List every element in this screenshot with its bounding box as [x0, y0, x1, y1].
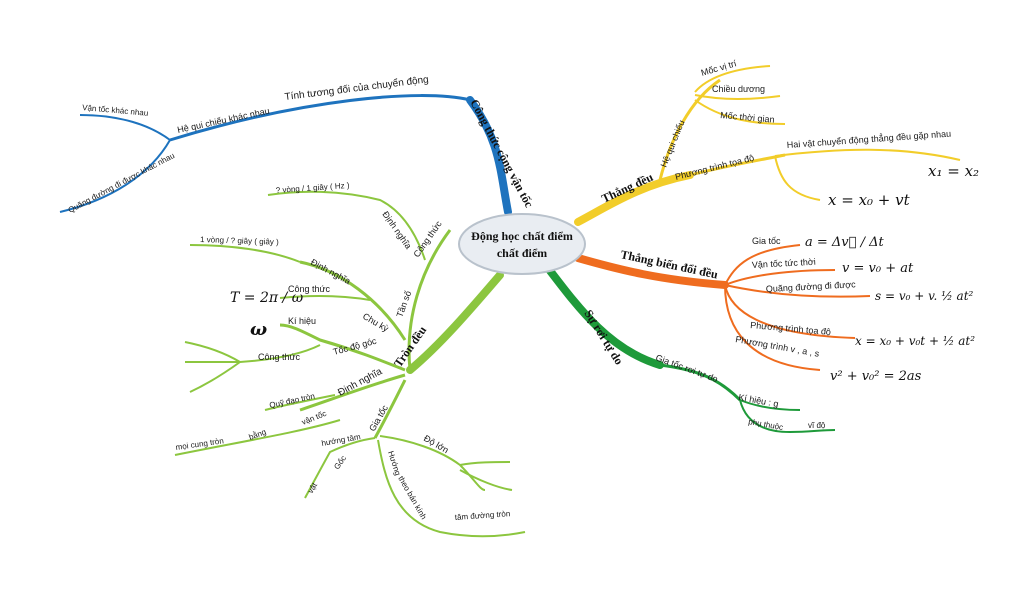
- tron-chuky-line: [299, 260, 407, 341]
- yellow-leaf-chieu-duong: [694, 94, 781, 100]
- tron-cong-thuc-tdg: Công thức: [258, 352, 301, 362]
- blue-leaf-line-1: [79, 114, 171, 141]
- orange-eq-x: x = x₀ + v₀t + ½ at²: [855, 334, 975, 348]
- blue-sub-line: [169, 94, 471, 142]
- tron-giay-vong: 1 vòng / ? giây ( giây ): [200, 235, 279, 247]
- orange-van-toc: Vận tốc tức thời: [752, 257, 816, 270]
- tron-goc: Gốc: [332, 454, 348, 471]
- yellow-gap-nhau-line: [774, 148, 961, 161]
- yellow-hqc-line: [658, 78, 721, 181]
- yellow-pttd-label: Phương trình tọa độ: [674, 153, 755, 182]
- tron-tanso-dn-line: [267, 190, 426, 261]
- blue-leaf-2: Quãng đường đi được khác nhau: [67, 151, 176, 215]
- green-phu-thuoc: phụ thuộc: [748, 417, 784, 432]
- orange-leaf-van-toc: [724, 269, 836, 286]
- tron-dn-line: [299, 373, 406, 412]
- green-main-branch: [544, 264, 664, 369]
- tron-dinh-nghia-ts: Định nghĩa: [380, 209, 413, 250]
- blue-leaf-line-2: [59, 139, 171, 213]
- tron-tan-so: Tần số: [394, 289, 413, 318]
- green-leaf-ki-hieu: [739, 399, 801, 411]
- tron-huongtam-line: [304, 437, 376, 499]
- tron-ct-fan-1: [184, 341, 241, 363]
- tron-toc-do-goc: Tốc độ góc: [332, 336, 378, 357]
- green-sub-line: [659, 363, 742, 402]
- yellow-leaf-moc-thoi-gian: [694, 99, 786, 125]
- orange-leaf-gia-toc: [724, 244, 801, 286]
- green-gia-toc: Gia tốc rơi tự do: [654, 352, 719, 384]
- center-title-line1: Động học chất điểm: [471, 229, 573, 243]
- tron-chuky-ct-line: [279, 294, 371, 301]
- orange-pttd: Phương trình tọa độ: [750, 320, 832, 337]
- orange-leaf-quang-duong: [724, 284, 871, 298]
- tron-dolon-line: [379, 435, 486, 491]
- tron-dinh-nghia-ck: Định nghĩa: [309, 257, 352, 286]
- center-node: [458, 213, 586, 275]
- orange-main-branch: [574, 254, 729, 289]
- orange-leaf-pttd: [724, 284, 856, 339]
- tron-huong: Hướng: [386, 450, 402, 477]
- orange-quang-duong: Quãng đường đi được: [766, 279, 857, 294]
- tron-ki-hieu: Kí hiệu: [288, 316, 316, 326]
- yellow-main-branch: [574, 171, 694, 226]
- yellow-leaf-moc-vi-tri: [694, 65, 771, 93]
- tron-huong-tam: hướng tâm: [321, 432, 362, 448]
- orange-eq-vas: v² + v₀² = 2as: [830, 369, 922, 384]
- orange-ptvas: Phương trình v , a , s: [735, 334, 821, 359]
- orange-eq-v: v = v₀ + at: [842, 261, 914, 276]
- tron-giatoc-line: [373, 379, 407, 439]
- tron-theo-ban-kinh: theo bán kính: [396, 475, 428, 521]
- blue-main-branch: [466, 96, 512, 216]
- yellow-hqc-label: Hệ qui chiếu: [659, 119, 687, 169]
- yellow-eq2: x = x₀ + vt: [828, 191, 911, 209]
- orange-gia-toc: Gia tốc: [752, 236, 781, 246]
- tron-dolon-fork-2: [459, 469, 513, 491]
- orange-leaf-ptvas: [724, 284, 821, 371]
- tron-chuky-dn-line: [189, 244, 301, 263]
- orange-eq-s: s = v₀ + v. ½ at²: [875, 289, 974, 303]
- orange-eq-a: a = Δv⃗ / Δt: [805, 235, 884, 250]
- tron-tdg-line: [279, 323, 406, 372]
- yellow-chieu-duong: Chiều dương: [712, 84, 765, 94]
- yellow-moc-vi-tri: Mốc vị trí: [700, 58, 738, 78]
- tron-cong-thuc-ck: Công thức: [288, 284, 331, 294]
- green-vi-do: vĩ độ: [808, 421, 826, 430]
- center-title-line2: chất điểm: [497, 246, 547, 260]
- yellow-eq1: x₁ = x₂: [928, 162, 979, 180]
- tron-tam-duong-tron: tâm đường tròn: [455, 509, 511, 522]
- yellow-gap-nhau: Hai vật chuyển động thẳng đều gặp nhau: [786, 128, 951, 150]
- green-main-label: Sự rơi tự do: [581, 307, 626, 367]
- tron-omega: ω: [250, 319, 267, 340]
- tron-bang-line: [174, 419, 341, 456]
- tron-tanso-line: [407, 229, 452, 371]
- tron-quydao-line: [264, 394, 336, 411]
- yellow-eq2-line: [774, 155, 821, 201]
- tron-main-branch: [406, 271, 504, 374]
- yellow-moc-thoi-gian: Mốc thời gian: [720, 110, 775, 125]
- tron-ct-fan-3: [189, 361, 241, 393]
- green-leaf-phu-thuoc: [739, 399, 836, 434]
- tron-huong-line: [377, 439, 526, 538]
- tron-tdg-ct-line: [239, 344, 321, 363]
- tron-eq-T: T = 2π / ω: [230, 290, 304, 306]
- tron-dolon-fork-1: [459, 461, 511, 466]
- blue-b2-label: Hệ qui chiếu khác nhau: [176, 106, 270, 135]
